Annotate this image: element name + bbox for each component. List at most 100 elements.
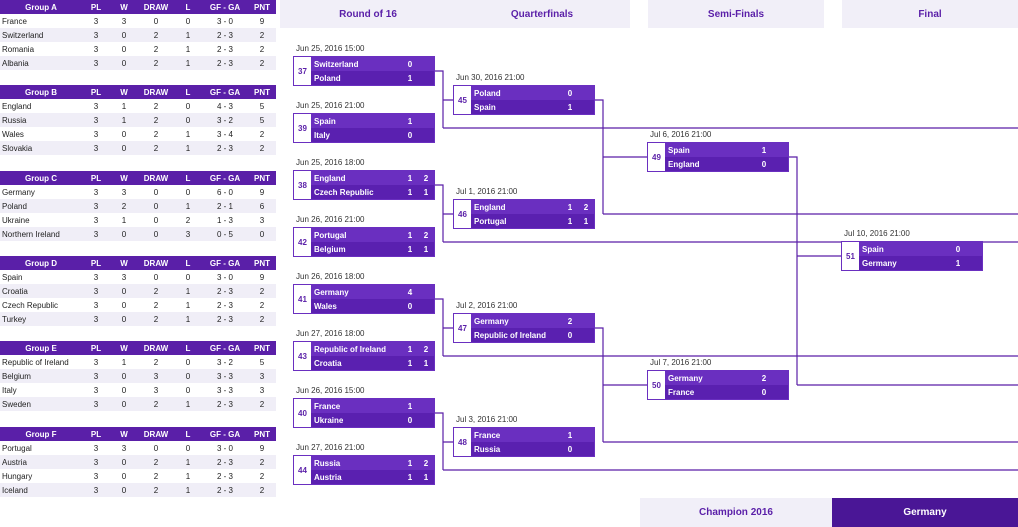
team-name: France	[2, 16, 27, 26]
team-name: Wales	[2, 129, 24, 139]
losses: 0	[185, 385, 191, 395]
col-gf-ga: GF - GA	[209, 2, 241, 12]
team-name: Poland	[474, 88, 501, 98]
wins: 0	[121, 129, 127, 139]
played: 3	[93, 44, 99, 54]
points: 2	[259, 143, 265, 153]
draws: 0	[153, 215, 159, 225]
team-score: 1	[407, 116, 413, 126]
played: 3	[93, 272, 99, 282]
team-score: 1	[567, 102, 573, 112]
team-name: Croatia	[2, 286, 28, 296]
team-name: Slovakia	[2, 143, 33, 153]
losses: 0	[185, 101, 191, 111]
team-name: Portugal	[474, 216, 507, 226]
team-name: Northern Ireland	[2, 229, 60, 239]
draws: 2	[153, 129, 159, 139]
draws: 0	[153, 229, 159, 239]
wins: 0	[121, 314, 127, 324]
played: 3	[93, 485, 99, 495]
col-gf-ga: GF - GA	[209, 429, 241, 439]
team-name: Spain	[668, 145, 690, 155]
draws: 2	[153, 357, 159, 367]
wins: 0	[121, 30, 127, 40]
team-name: Italy	[2, 385, 17, 395]
played: 3	[93, 30, 99, 40]
team-score: 0	[567, 88, 573, 98]
team-name: Switzerland	[2, 30, 44, 40]
col-pl: PL	[90, 258, 102, 268]
team-score: 1	[407, 401, 413, 411]
losses: 1	[185, 58, 191, 68]
team-score: 1	[407, 458, 413, 468]
played: 3	[93, 443, 99, 453]
draws: 3	[153, 385, 159, 395]
col-l: L	[185, 429, 191, 439]
col-pl: PL	[90, 343, 102, 353]
bracket-connector	[789, 156, 1018, 386]
points: 3	[259, 215, 265, 225]
match-number: 49	[648, 143, 665, 171]
team-name: Iceland	[2, 485, 28, 495]
goals: 2 - 3	[216, 44, 233, 54]
team-name: Belgium	[314, 244, 346, 254]
played: 3	[93, 201, 99, 211]
team-score: 1	[567, 216, 573, 226]
match-date: Jun 26, 2016 15:00	[296, 386, 365, 395]
penalty-score: 1	[423, 358, 429, 368]
col-w: W	[120, 87, 128, 97]
losses: 0	[185, 16, 191, 26]
col-gf-ga: GF - GA	[209, 173, 241, 183]
col-l: L	[185, 343, 191, 353]
team-name: Germany	[2, 187, 35, 197]
played: 3	[93, 286, 99, 296]
team-name: Spain	[314, 116, 336, 126]
match-number: 40	[294, 399, 311, 427]
team-name: Austria	[314, 472, 342, 482]
team-name: Hungary	[2, 471, 33, 481]
wins: 3	[121, 187, 127, 197]
team-name: Portugal	[314, 230, 347, 240]
team-name: Ukraine	[314, 415, 344, 425]
team-score: 1	[407, 187, 413, 197]
group-name: Group C	[25, 173, 57, 183]
penalty-score: 1	[423, 472, 429, 482]
draws: 0	[153, 272, 159, 282]
team-score: 1	[407, 230, 413, 240]
goals: 4 - 3	[216, 101, 233, 111]
points: 5	[259, 101, 265, 111]
losses: 1	[185, 314, 191, 324]
played: 3	[93, 399, 99, 409]
